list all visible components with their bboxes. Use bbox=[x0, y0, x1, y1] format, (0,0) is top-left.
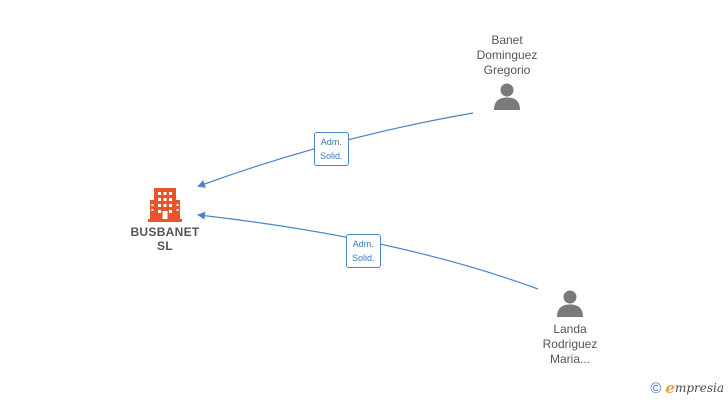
person-name-line: Dominguez bbox=[476, 48, 538, 62]
person-node-banet[interactable]: Banet Dominguez Gregorio bbox=[447, 33, 567, 111]
person-name-line: Gregorio bbox=[483, 63, 531, 77]
person-icon bbox=[557, 290, 583, 317]
copyright-icon: © bbox=[650, 379, 662, 397]
person-name: Banet Dominguez Gregorio bbox=[447, 33, 567, 78]
company-node-busbanet[interactable]: BUSBANET SL bbox=[115, 186, 215, 253]
brand-logo-text: mpresia bbox=[674, 381, 724, 395]
company-name-line1: BUSBANET bbox=[130, 225, 200, 239]
person-icon bbox=[494, 83, 520, 110]
person-name: Landa Rodriguez Maria... bbox=[510, 322, 630, 367]
person-name-line: Banet bbox=[491, 33, 523, 47]
person-name-line: Maria... bbox=[549, 352, 590, 366]
relation-badge[interactable]: Adm. Solid. bbox=[346, 234, 381, 268]
relation-label-line2: Solid. bbox=[320, 151, 343, 161]
person-node-landa[interactable]: Landa Rodriguez Maria... bbox=[510, 288, 630, 367]
relation-label-line1: Adm. bbox=[352, 239, 374, 249]
edge-landa-to-busbanet bbox=[197, 211, 539, 290]
person-name-line: Landa bbox=[553, 322, 587, 336]
company-name: BUSBANET SL bbox=[115, 225, 215, 253]
person-name-line: Rodriguez bbox=[542, 337, 598, 351]
relation-label-line1: Adm. bbox=[320, 137, 342, 147]
relation-label-line2: Solid. bbox=[352, 253, 375, 263]
footer-watermark: © e mpresia bbox=[650, 379, 724, 397]
brand-logo-initial: e bbox=[665, 379, 675, 397]
building-icon bbox=[148, 188, 182, 222]
company-name-line2: SL bbox=[157, 239, 173, 253]
relation-badge[interactable]: Adm. Solid. bbox=[314, 132, 349, 166]
